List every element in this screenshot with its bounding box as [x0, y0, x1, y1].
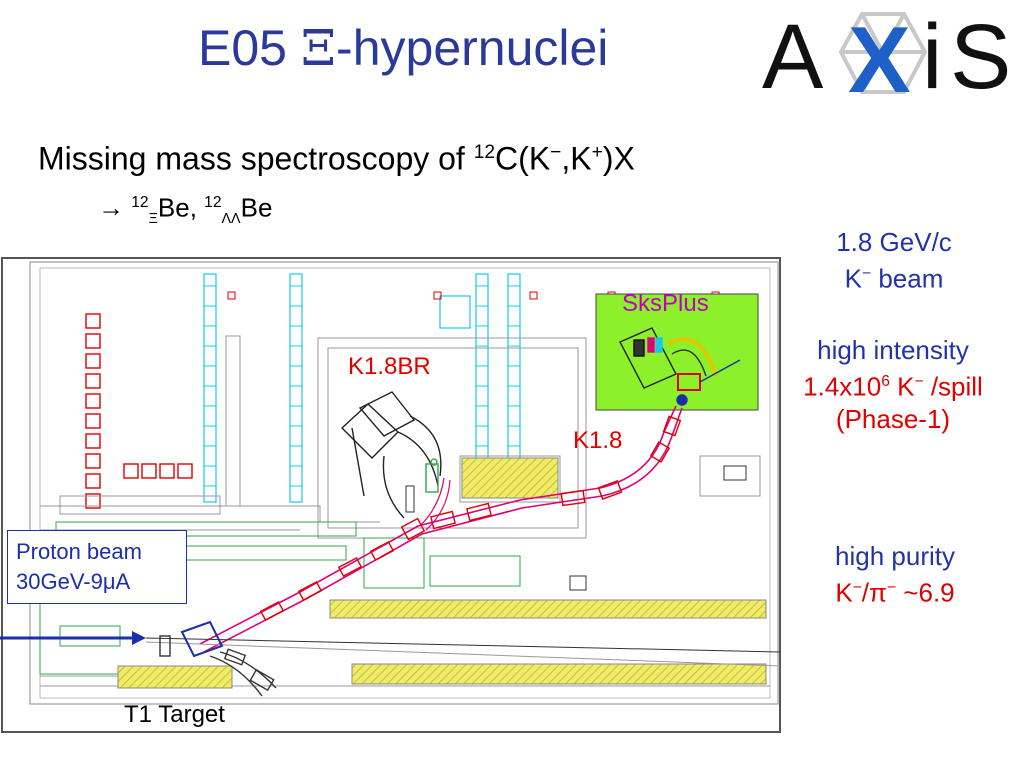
sksplus-label: SksPlus: [622, 290, 709, 317]
hall-inner-wall: [29, 261, 779, 705]
k18br-label: K1.8BR: [348, 353, 431, 380]
product1-mass: 12: [131, 194, 149, 211]
subtitle-text: Missing mass spectroscopy of: [38, 140, 474, 177]
t1-target-label: T1 Target: [124, 701, 225, 728]
purity-pi-minus: −: [886, 579, 897, 596]
k18-label: K1.8: [573, 427, 623, 454]
purity-k: K: [835, 577, 853, 608]
shield-block-1: [329, 599, 767, 619]
product2-mass: 12: [204, 194, 222, 211]
product1-element: Be,: [157, 192, 205, 223]
beam-k-minus: −: [861, 265, 872, 282]
intensity-unit: /spill: [923, 371, 983, 402]
purity-k-minus: −: [852, 579, 862, 596]
purity-heading: high purity: [835, 541, 955, 571]
left-wall-cells: [85, 313, 193, 509]
intensity-phase: (Phase-1): [835, 403, 951, 434]
proton-beam-line2: 30GeV-9μA: [16, 569, 131, 594]
purity-pi: /π: [861, 577, 887, 608]
svg-text:S: S: [950, 6, 1011, 106]
shield-block-2: [351, 663, 767, 685]
subtitle-close: )X: [602, 140, 635, 177]
product2-element: Be: [240, 192, 273, 223]
beamline-side-branch: [419, 477, 451, 531]
proton-beamline: [0, 631, 781, 667]
purity-info: high purity K−/π− ~6.9: [790, 540, 1000, 609]
axis-logo: A X i S: [762, 6, 1011, 106]
product1-sub: Ξ: [148, 210, 158, 227]
beam-word: beam: [871, 263, 944, 294]
subtitle-minus: −: [550, 142, 562, 163]
shield-block-4: [461, 457, 559, 499]
svg-text:i: i: [922, 6, 942, 106]
intensity-k-minus: −: [914, 373, 924, 390]
subtitle-reaction: C(K: [495, 140, 551, 177]
t1-target-area: [159, 620, 277, 697]
misc-blocks: [405, 465, 747, 591]
sksplus-spectrometer: [619, 327, 741, 406]
hadron-hall-diagram: [0, 257, 781, 733]
subtitle-plus: +: [591, 142, 603, 163]
logo-hexagon-icon: [838, 12, 928, 94]
subtitle: Missing mass spectroscopy of 12C(K−,K+)X: [38, 133, 635, 179]
arrow-right-icon: →: [98, 192, 132, 223]
product2-sub: ΛΛ: [221, 210, 241, 227]
k18br-spectrometer: [340, 391, 442, 519]
intensity-exp: 6: [881, 373, 890, 390]
k18-beamline: [199, 405, 683, 653]
intensity-heading: high intensity: [817, 335, 969, 365]
svg-text:A: A: [762, 6, 824, 106]
shield-block-3: [117, 665, 233, 689]
title-xi-symbol: Ξ: [300, 19, 337, 77]
subtitle-comma: ,K: [561, 140, 592, 177]
title-suffix: -hypernuclei: [336, 20, 609, 76]
subtitle-mass-number: 12: [473, 142, 496, 163]
cyan-ladder-rungs: [204, 285, 520, 487]
products-line: → 12ΞBe, 12ΛΛBe: [98, 186, 272, 236]
beam-momentum: 1.8 GeV/c: [836, 227, 952, 257]
title-prefix: E05: [198, 20, 301, 76]
intensity-value: 1.4x106 K− /spill: [770, 366, 1016, 403]
beam-particle: K− beam: [792, 258, 996, 295]
intensity-info: high intensity 1.4x106 K− /spill (Phase-…: [770, 334, 1016, 435]
beam-info: 1.8 GeV/c K− beam: [792, 226, 996, 295]
hall-inner-wall-2: [39, 267, 771, 699]
proton-beam-box: Proton beam 30GeV-9μA: [7, 530, 187, 604]
proton-beam-line1: Proton beam: [16, 539, 142, 564]
page-title: E05 Ξ-hypernuclei: [198, 18, 608, 78]
intensity-k: K: [889, 371, 915, 402]
purity-ratio: ~6.9: [896, 577, 955, 608]
svg-text:X: X: [848, 7, 911, 106]
intensity-base: 1.4x10: [803, 371, 882, 402]
beam-k: K: [844, 263, 862, 294]
purity-value: K−/π− ~6.9: [790, 572, 1000, 609]
